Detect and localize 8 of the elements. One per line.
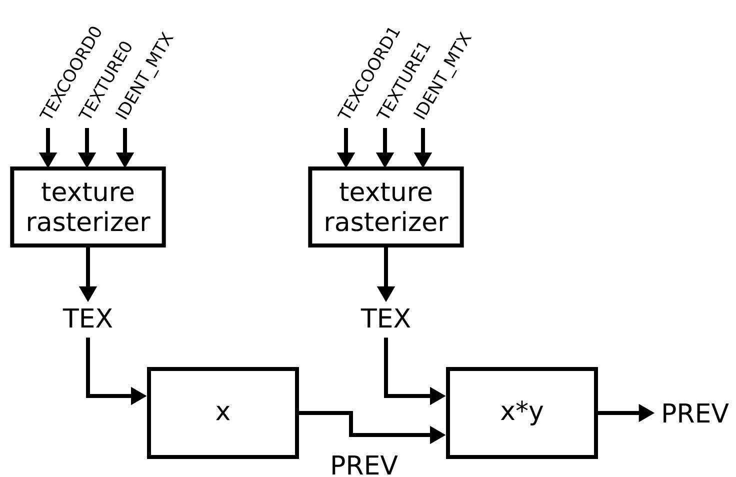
rasterizer-box: texture rasterizer bbox=[308, 166, 464, 248]
signal-label: TEX bbox=[62, 308, 112, 328]
operation-box: x bbox=[147, 367, 299, 459]
signal-label: TEX bbox=[360, 308, 410, 328]
operation-box: x*y bbox=[446, 367, 598, 459]
rasterizer-box: texture rasterizer bbox=[10, 166, 166, 248]
edge-label: PREV bbox=[332, 456, 398, 474]
output-label: PREV bbox=[664, 404, 729, 422]
